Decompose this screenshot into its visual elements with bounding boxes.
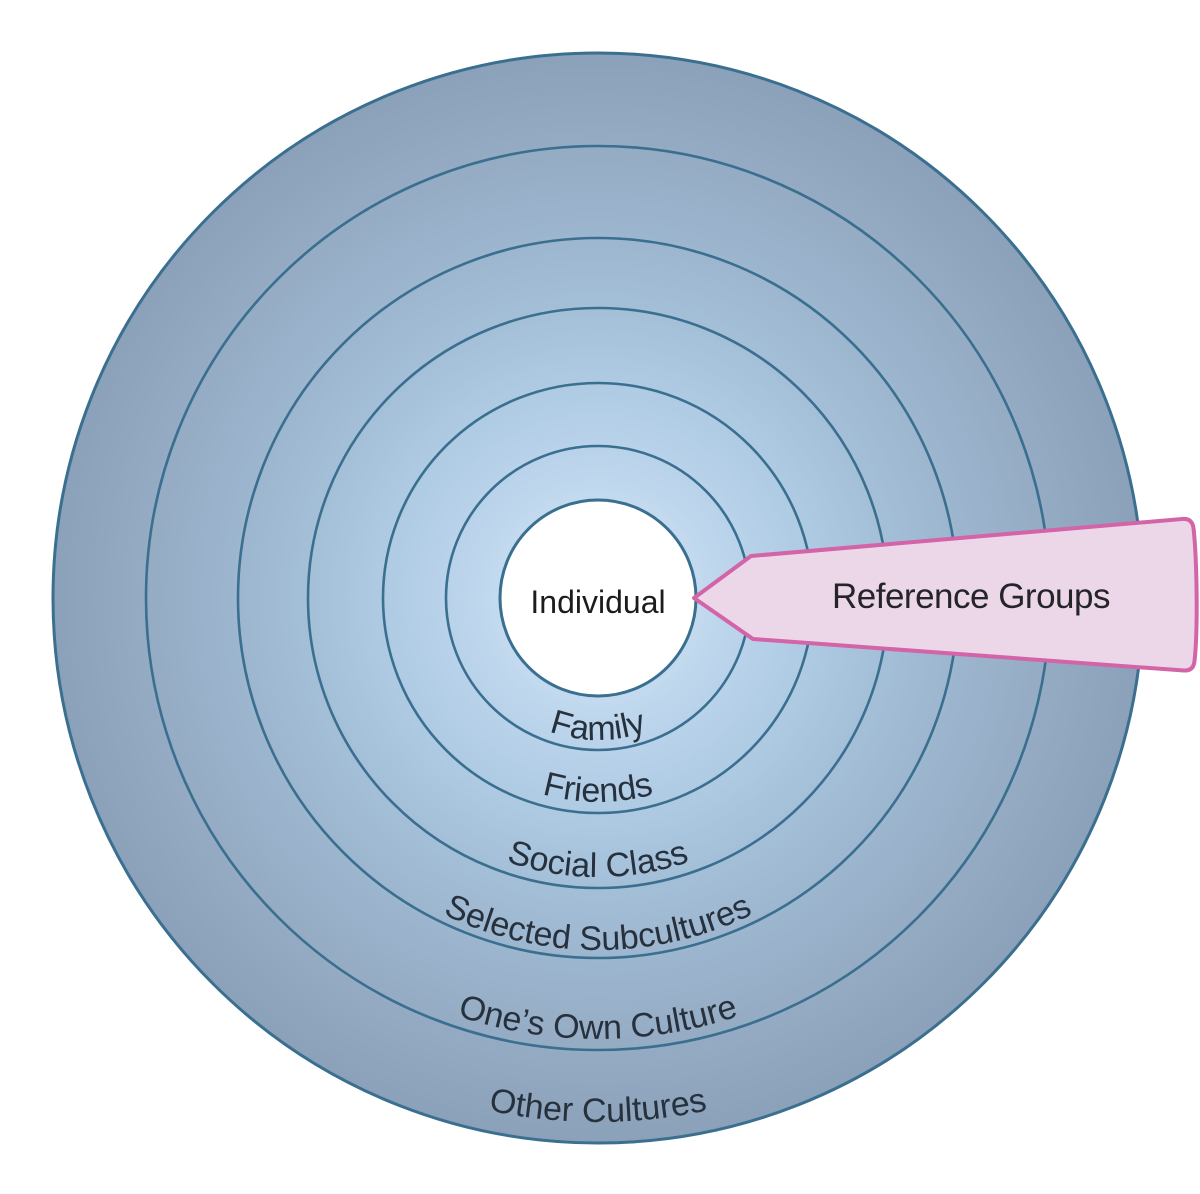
center-label: Individual [530,584,665,620]
callout-label: Reference Groups [832,577,1110,616]
ring-label-friends: Friends [540,765,656,810]
ring-label-family: Family [547,703,650,749]
reference-groups-arrow [692,516,1199,673]
